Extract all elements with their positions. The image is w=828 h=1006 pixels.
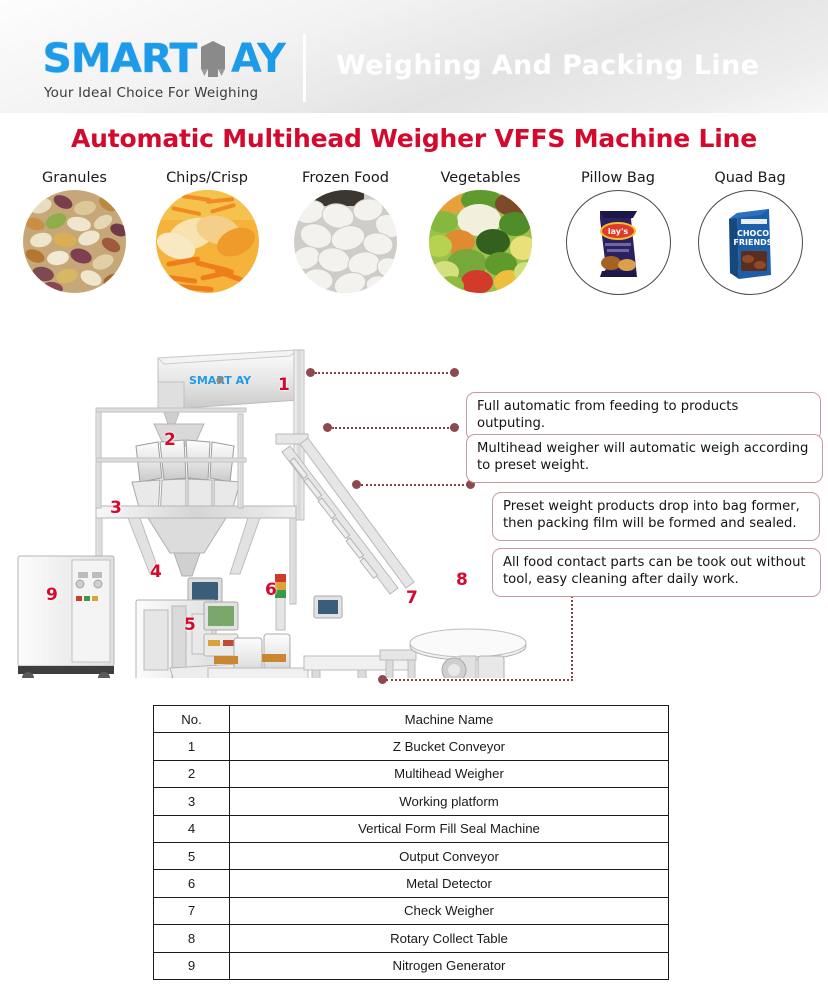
connector-dot-end-1: [450, 368, 459, 377]
product-gallery: Granules: [0, 170, 828, 310]
svg-text:FRIENDS: FRIENDS: [733, 238, 772, 247]
product-label: Frozen Food: [302, 170, 389, 186]
frozen-dumplings-photo: [294, 190, 397, 293]
machine-number-1: 1: [278, 375, 290, 395]
connector-line-3: [361, 484, 468, 486]
machine-number-5: 5: [184, 615, 196, 635]
machine-number-3: 3: [110, 498, 122, 518]
machine-name-table: No. Machine Name 1 Z Bucket Conveyor 2 M…: [153, 704, 669, 980]
table-cell-no: 8: [153, 924, 230, 953]
connector-line-2: [332, 427, 452, 429]
table-cell-name: Output Conveyor: [229, 841, 669, 871]
table-cell-no: 7: [153, 896, 230, 926]
svg-text:lay's: lay's: [607, 227, 628, 236]
callout-3: Preset weight products drop into bag for…: [492, 492, 820, 541]
connector-dot-start-2: [323, 423, 332, 432]
table-header-no: No.: [153, 704, 230, 734]
logo-text-right: AY: [230, 36, 286, 82]
table-cell-no: 2: [153, 759, 230, 789]
header-divider: [303, 34, 306, 102]
product-item-frozen-food: Frozen Food: [288, 170, 403, 293]
table-cell-name: Metal Detector: [229, 869, 669, 898]
product-item-chips: Chips/Crisp: [152, 170, 262, 293]
quad-bag-photo: CHOCO FRIENDS: [697, 190, 803, 295]
pillow-bag-photo: lay's: [565, 190, 671, 295]
table-cell-no: 1: [153, 732, 230, 761]
product-item-quad-bag: Quad Bag CHOCO FRIENDS: [694, 170, 806, 295]
table-header-row: No. Machine Name: [153, 704, 669, 734]
machine-number-9: 9: [46, 585, 58, 605]
table-cell-no: 3: [153, 787, 230, 816]
connector-line-1: [315, 372, 452, 374]
potato-chips-photo: [155, 190, 259, 293]
table-row: 2 Multihead Weigher: [153, 759, 669, 789]
logo-text-left: SMART: [42, 36, 197, 82]
product-item-pillow-bag: Pillow Bag lay's: [562, 170, 674, 295]
table-cell-no: 6: [153, 869, 230, 898]
product-label: Quad Bag: [714, 170, 786, 186]
connector-dot-start-1: [306, 368, 315, 377]
product-label: Vegetables: [440, 170, 521, 186]
connector-dot-start-3: [352, 480, 361, 489]
product-label: Pillow Bag: [581, 170, 655, 186]
machine-line-diagram: SMART AY: [0, 330, 828, 695]
logo-tagline: Your Ideal Choice For Weighing: [44, 85, 259, 101]
table-row: 1 Z Bucket Conveyor: [153, 732, 669, 761]
machine-number-6: 6: [265, 580, 277, 600]
table-cell-no: 5: [153, 841, 230, 871]
machine-number-8: 8: [456, 570, 468, 590]
table-cell-name: Working platform: [229, 787, 669, 816]
table-row: 6 Metal Detector: [153, 869, 669, 898]
company-logo: SMART AY Your Ideal Choice For Weighing: [42, 36, 294, 108]
table-row: 5 Output Conveyor: [153, 841, 669, 871]
table-cell-no: 4: [153, 814, 230, 843]
table-cell-no: 9: [153, 951, 230, 980]
callout-1: Full automatic from feeding to products …: [466, 392, 821, 441]
page-header: SMART AY Your Ideal Choice For Weighing …: [0, 0, 828, 113]
weigher-hopper-icon: [196, 39, 230, 79]
table-cell-name: Z Bucket Conveyor: [229, 732, 669, 761]
table-cell-name: Nitrogen Generator: [229, 951, 669, 980]
table-cell-name: Multihead Weigher: [229, 759, 669, 789]
callout-2: Multihead weigher will automatic weigh a…: [466, 434, 823, 483]
table-row: 7 Check Weigher: [153, 896, 669, 926]
table-cell-name: Vertical Form Fill Seal Machine: [229, 814, 669, 843]
page-title: Automatic Multihead Weigher VFFS Machine…: [71, 124, 757, 153]
connector-dot-end-4: [378, 675, 387, 684]
mixed-beans-photo: [23, 190, 126, 293]
machine-number-2: 2: [164, 430, 176, 450]
connector-dot-end-2: [450, 423, 459, 432]
table-row: 3 Working platform: [153, 787, 669, 816]
connector-dot-end-3: [466, 480, 475, 489]
table-row: 9 Nitrogen Generator: [153, 951, 669, 980]
callout-4: All food contact parts can be took out w…: [492, 548, 821, 597]
table-row: 4 Vertical Form Fill Seal Machine: [153, 814, 669, 843]
header-title: Weighing And Packing Line: [336, 50, 760, 81]
svg-text:CHOCO: CHOCO: [736, 229, 768, 238]
connector-line-4-vertical: [571, 557, 573, 681]
product-label: Granules: [42, 170, 107, 186]
product-item-vegetables: Vegetables: [424, 170, 537, 293]
connector-line-4-horizontal: [386, 679, 573, 681]
product-item-granules: Granules: [22, 170, 127, 293]
table-cell-name: Check Weigher: [229, 896, 669, 926]
product-label: Chips/Crisp: [166, 170, 248, 186]
fresh-vegetables-photo: [429, 190, 532, 293]
table-row: 8 Rotary Collect Table: [153, 924, 669, 953]
machine-number-4: 4: [150, 562, 162, 582]
table-cell-name: Rotary Collect Table: [229, 924, 669, 953]
packing-line-photo: SMART AY: [17, 349, 527, 678]
table-header-name: Machine Name: [229, 704, 669, 734]
machine-number-7: 7: [406, 588, 418, 608]
